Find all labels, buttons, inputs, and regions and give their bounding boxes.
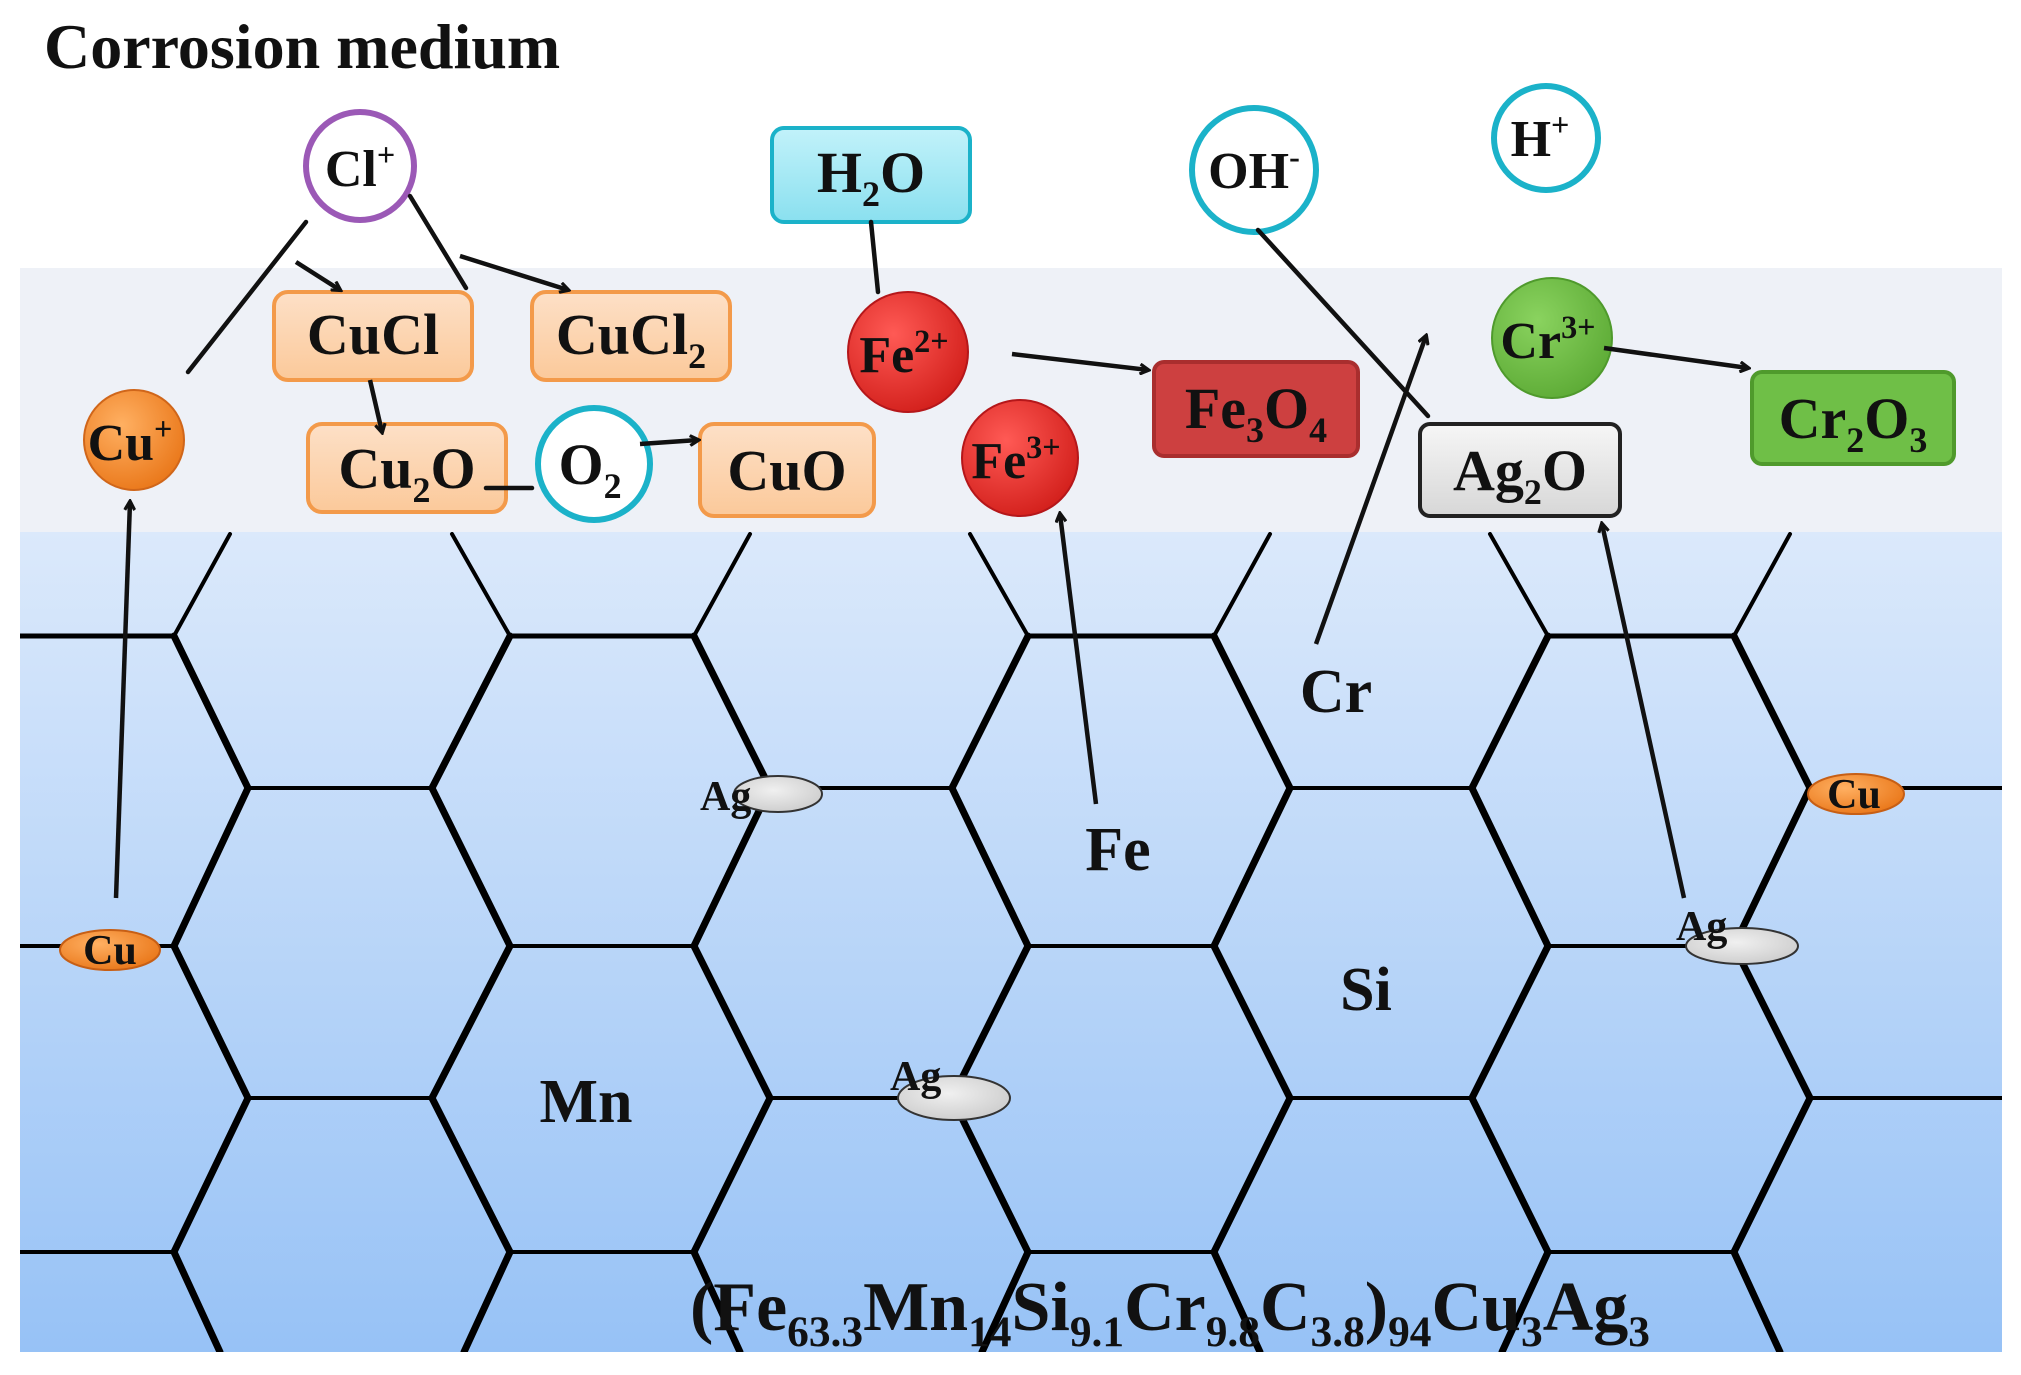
svg-text:OH-: OH- [1208,139,1300,200]
chloride-ion-node: Cl+ [303,109,417,223]
connector-line [407,193,469,291]
svg-text:H+: H+ [1511,107,1570,168]
cucl-node: CuCl [272,290,474,382]
svg-text:Cr2O3: Cr2O3 [1779,386,1928,460]
water-node: H2O [770,126,972,224]
hydroxide-ion-node: OH- [1189,105,1319,235]
hydrogen-ion-node: H+ [1491,83,1601,193]
oxygen-node: O2 [535,405,653,523]
reaction-arrow [367,379,382,432]
cucl2-node: CuCl2 [530,290,732,382]
cu2o-node: Cu2O [306,422,508,514]
silver-atom: Ag [700,774,823,820]
silver-atom: Ag [1676,904,1799,965]
copper-atom: Cu [59,928,161,974]
svg-text:H2O: H2O [817,140,925,214]
reaction-arrow [459,253,568,290]
iron-label: Fe [1085,816,1150,884]
svg-text:Fe2+: Fe2+ [859,323,948,384]
svg-text:Fe3+: Fe3+ [971,429,1060,490]
copper-atom: Cu [1807,772,1905,818]
svg-text:Ag: Ag [700,774,751,820]
ferrous-ion-node: Fe2+ [847,291,969,413]
reaction-arrow [1060,514,1099,805]
silver-atom: Ag [890,1054,1011,1121]
svg-text:Cr3+: Cr3+ [1500,309,1595,370]
chromia-node: Cr2O3 [1750,370,1956,466]
connector-line [1255,227,1431,419]
connector-line [185,219,309,375]
svg-text:Cu: Cu [1827,772,1881,818]
svg-text:CuCl: CuCl [307,302,439,367]
svg-text:O2: O2 [558,432,621,506]
svg-text:Cl+: Cl+ [325,137,395,198]
svg-text:Fe3O4: Fe3O4 [1185,376,1327,450]
svg-text:Ag: Ag [1676,904,1727,950]
svg-text:Cu: Cu [83,928,137,974]
diagram-title: Corrosion medium [44,11,560,82]
ferric-ion-node: Fe3+ [961,399,1079,517]
svg-text:CuCl2: CuCl2 [556,302,706,376]
reaction-arrow [1011,351,1148,370]
silicon-label: Si [1340,956,1392,1024]
silver-oxide-node: Ag2O [1418,422,1622,518]
reaction-arrow [1602,524,1687,899]
magnetite-node: Fe3O4 [1152,360,1360,458]
reaction-arrow [1603,345,1748,368]
reaction-arrow [1313,336,1426,645]
chromium-ion-node: Cr3+ [1491,277,1613,399]
connector-line [868,219,881,295]
reaction-arrow [639,440,698,444]
svg-text:Cu2O: Cu2O [338,436,475,510]
cuo-node: CuO [698,422,876,518]
reaction-arrow [294,260,340,290]
reaction-arrow [113,502,130,899]
svg-text:Ag2O: Ag2O [1453,438,1587,512]
chromium-label: Cr [1300,658,1372,726]
svg-text:Cu+: Cu+ [88,411,173,472]
manganese-label: Mn [540,1068,633,1136]
alloy-formula: (Fe63.3Mn14Si9.1Cr9.8C3.8)94Cu3Ag3 [690,1269,1650,1356]
svg-text:Ag: Ag [890,1054,941,1100]
svg-text:CuO: CuO [727,438,846,503]
copper-ion-node: Cu+ [83,389,185,491]
